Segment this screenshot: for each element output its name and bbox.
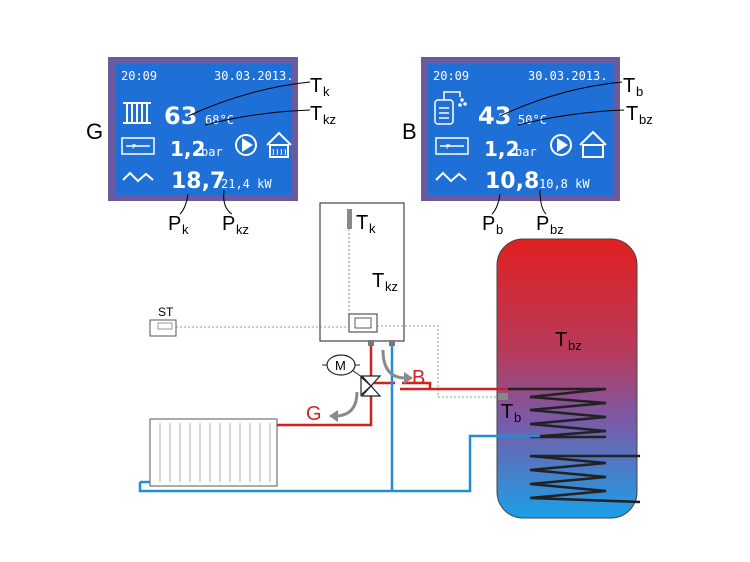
flow-label-b: B — [412, 367, 425, 389]
boiler-temp-value: 63 — [164, 102, 197, 130]
flow-arrows — [337, 349, 405, 418]
label-tbz-2-sub: bz — [568, 338, 582, 353]
label-tk-1: T — [310, 75, 322, 97]
label-tkz-1: T — [310, 103, 322, 125]
boiler-temp-setpoint: 68°C — [205, 113, 234, 127]
label-tb-2: T — [501, 401, 513, 423]
three-way-valve — [360, 375, 382, 397]
label-tkz-1-sub: kz — [323, 112, 336, 127]
panel-g-callout-lines — [179, 81, 311, 215]
label-pb-sub: b — [496, 222, 503, 237]
water-heater-display-panel: 20:09 30.03.2013. 43 50°C P 1,2 bar — [421, 57, 620, 201]
panel-screen — [116, 64, 292, 195]
boiler-inlet-fitting — [389, 340, 395, 346]
flow-arrow-b-head — [404, 372, 413, 384]
panel-time: 20:09 — [433, 69, 469, 83]
panel-g-letter: G — [86, 119, 103, 144]
label-tbz-1: T — [626, 103, 638, 125]
label-tkz-2-sub: kz — [385, 279, 398, 294]
hot-water-tank — [496, 238, 641, 519]
label-pbz: P — [536, 213, 549, 235]
power-wave-icon — [435, 171, 467, 183]
tank-power-value: 10,8 — [485, 169, 539, 194]
cold-return-pipes — [138, 346, 540, 493]
panel-time: 20:09 — [121, 69, 157, 83]
pressure-icon-letter: P — [446, 143, 450, 151]
flow-label-g: G — [306, 403, 322, 425]
boiler-unit — [319, 202, 405, 346]
boiler-controller-screen — [354, 317, 372, 329]
label-tb-1-sub: b — [636, 84, 643, 99]
panel-b-callout-lines — [491, 81, 625, 215]
lower-heating-coil — [529, 454, 641, 504]
tank-body — [496, 238, 638, 519]
label-tb-1: T — [623, 75, 635, 97]
label-pk: P — [168, 213, 181, 235]
boiler-pressure-unit: bar — [201, 145, 223, 159]
label-tkz-2: T — [372, 270, 384, 292]
actuator-stem — [351, 369, 367, 381]
radiator — [149, 418, 278, 487]
label-pbz-sub: bz — [550, 222, 564, 237]
tank-temp-value: 43 — [478, 102, 511, 130]
water-tank-icon — [434, 91, 467, 125]
power-wave-icon — [122, 171, 154, 183]
boiler-pressure-value: 1,2 — [170, 137, 205, 161]
boiler-power-value: 18,7 — [171, 169, 225, 194]
hot-supply-pipes — [277, 346, 508, 427]
pressure-icon — [435, 137, 469, 155]
label-tk-1-sub: k — [323, 84, 330, 99]
label-pkz-sub: kz — [236, 222, 249, 237]
flow-arrow-g-head — [329, 410, 338, 422]
boiler-outlet-fitting — [368, 340, 374, 346]
house-heating-icon — [266, 131, 292, 158]
tank-pressure-value: 1,2 — [484, 137, 519, 161]
label-tbz-2: T — [555, 329, 567, 351]
upper-heating-coil — [508, 387, 607, 439]
label-st: ST — [158, 305, 174, 319]
radiator-icon — [123, 102, 151, 124]
motor-label: M — [335, 358, 346, 373]
radiator-body — [149, 418, 278, 487]
label-tk-2: T — [356, 212, 368, 234]
boiler-display-panel: 20:09 30.03.2013. 63 68°C P 1,2 bar — [108, 57, 298, 201]
label-tbz-1-sub: bz — [639, 112, 653, 127]
label-tk-2-sub: k — [369, 221, 376, 236]
boiler-temp-sensor — [347, 209, 352, 229]
tank-sensor-wire — [377, 325, 506, 398]
pump-icon — [235, 134, 257, 156]
label-pb: P — [482, 213, 495, 235]
house-icon — [579, 130, 607, 158]
tank-pressure-unit: bar — [515, 145, 537, 159]
radiator-fins — [159, 423, 271, 482]
pump-icon — [550, 134, 572, 156]
valve-motor: M — [322, 354, 360, 376]
label-pk-sub: k — [182, 222, 189, 237]
label-pkz: P — [222, 213, 235, 235]
pressure-icon-letter: P — [132, 143, 136, 151]
thermostat-body — [149, 319, 177, 337]
pressure-icon — [121, 137, 155, 155]
tank-sensor — [498, 393, 508, 400]
tank-power-setpoint: 10,8 kW — [539, 177, 590, 191]
panel-date: 30.03.2013. — [528, 69, 607, 83]
panel-date: 30.03.2013. — [214, 69, 293, 83]
label-tb-2-sub: b — [514, 410, 521, 425]
boiler-controller — [348, 313, 378, 333]
boiler-power-setpoint: 21,4 kW — [221, 177, 272, 191]
thermostat-screen — [157, 322, 173, 330]
room-thermostat — [149, 319, 177, 337]
panel-b-letter: B — [402, 119, 417, 144]
